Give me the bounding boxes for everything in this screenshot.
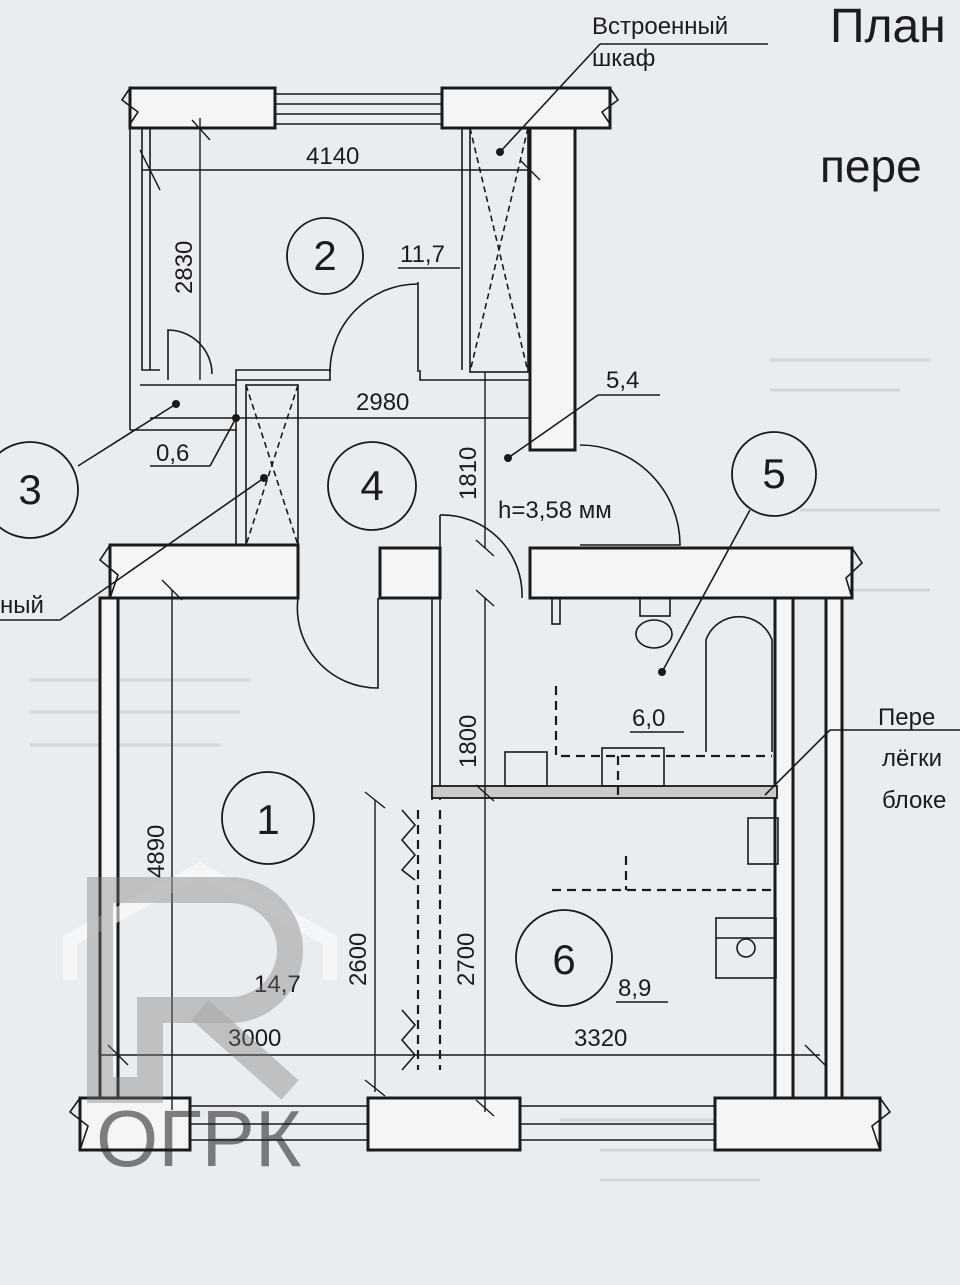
dim-4140: 4140 bbox=[306, 143, 359, 170]
room-3-circle bbox=[0, 441, 79, 539]
room-5-circle bbox=[731, 431, 817, 517]
room-2-area: 11,7 bbox=[400, 241, 445, 268]
dim-2980: 2980 bbox=[356, 389, 409, 416]
room-5-number: 5 bbox=[762, 450, 785, 497]
dim-2830: 2830 bbox=[171, 241, 198, 294]
partition-label-1: Пере bbox=[878, 704, 935, 731]
room-3-number: 3 bbox=[18, 466, 41, 513]
partition-label-3: блоке bbox=[882, 787, 946, 814]
leader-lines bbox=[0, 43, 960, 796]
room-6-number: 6 bbox=[552, 936, 575, 983]
dim-2600: 2600 bbox=[345, 933, 372, 986]
builtin-closet-label-1: Встроенный bbox=[592, 13, 728, 40]
room-5-area: 6,0 bbox=[632, 705, 665, 732]
labels: План пере Встроенный шкаф 2 11,7 3 0,6 4… bbox=[0, 0, 946, 1052]
dim-1810: 1810 bbox=[455, 447, 482, 500]
ceiling-height-label: h=3,58 мм bbox=[498, 497, 612, 524]
plan-subtitle: пере bbox=[820, 140, 922, 192]
room-2-number: 2 bbox=[313, 232, 336, 279]
left-cut-label: ный bbox=[0, 592, 44, 619]
room-1-circle bbox=[221, 771, 315, 865]
room-4-area: 5,4 bbox=[606, 367, 639, 394]
room-6-area: 8,9 bbox=[618, 975, 651, 1002]
dim-3320: 3320 bbox=[574, 1025, 627, 1052]
room-1-number: 1 bbox=[256, 796, 279, 843]
bleed-through bbox=[30, 358, 940, 1182]
dimension-lines bbox=[100, 118, 826, 1117]
room-2-walls bbox=[141, 126, 577, 452]
room-6-circle bbox=[515, 909, 613, 1007]
kitchen-fixtures bbox=[400, 809, 779, 1071]
plan-title: План bbox=[830, 0, 946, 53]
room-3-area: 0,6 bbox=[156, 440, 189, 467]
watermark-text: ОГРК bbox=[96, 1094, 302, 1183]
dim-3000: 3000 bbox=[228, 1025, 281, 1052]
room-1-area: 14,7 bbox=[254, 971, 301, 998]
room-markers bbox=[0, 217, 817, 1007]
dim-4890: 4890 bbox=[143, 825, 170, 878]
middle-wall bbox=[98, 514, 864, 689]
top-wall bbox=[120, 86, 620, 130]
room-4-walls bbox=[235, 282, 681, 546]
room-4-circle bbox=[327, 441, 417, 531]
bathroom-fixtures bbox=[504, 597, 773, 800]
bottom-wall bbox=[68, 1096, 892, 1152]
dim-2700: 2700 bbox=[453, 933, 480, 986]
watermark-logo: ОГРК bbox=[63, 862, 337, 1183]
partition-label-2: лёгки bbox=[882, 745, 942, 772]
room-4-number: 4 bbox=[360, 462, 383, 509]
dim-1800: 1800 bbox=[455, 715, 482, 768]
room-3-walls bbox=[129, 128, 237, 431]
builtin-closet-label-2: шкаф bbox=[592, 45, 655, 72]
room-2-circle bbox=[286, 217, 364, 295]
